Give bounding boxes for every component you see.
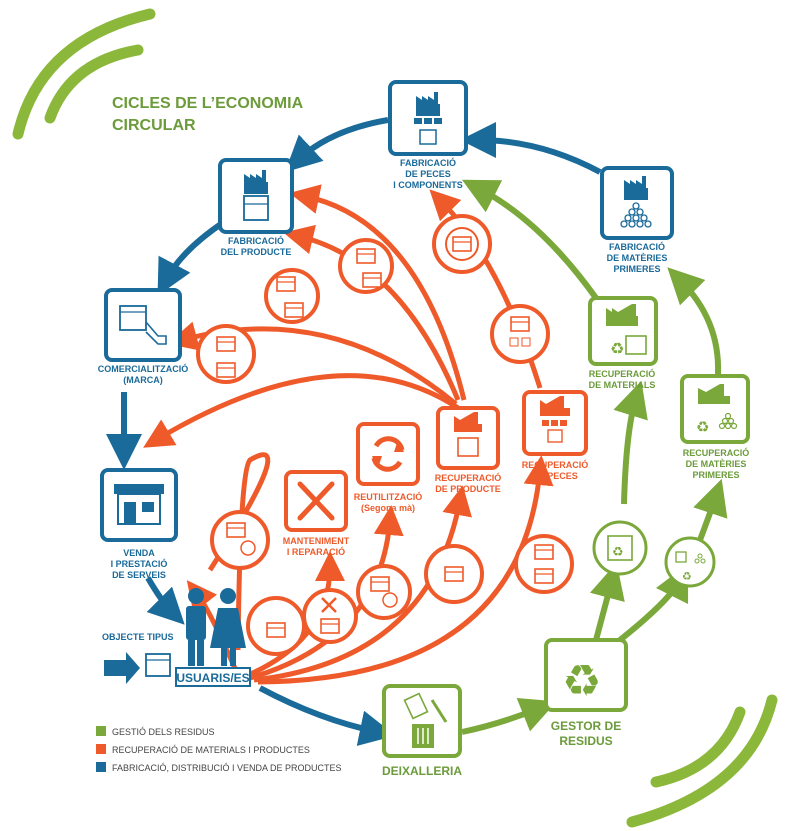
label-fab-peces-1: FABRICACIÓ bbox=[400, 157, 456, 168]
box-icon bbox=[145, 653, 171, 677]
svg-text:♻: ♻ bbox=[612, 545, 624, 560]
factory-product-recovery-icon bbox=[454, 412, 482, 457]
legend-swatch-orange bbox=[96, 744, 106, 754]
mini-parts bbox=[490, 304, 550, 364]
label-rec-peces-2: DE PECES bbox=[532, 471, 578, 481]
label-fab-peces-3: I COMPONENTS bbox=[393, 180, 463, 190]
label-gestor-2: RESIDUS bbox=[559, 734, 612, 748]
label-manteniment-1: MANTENIMENT bbox=[283, 536, 350, 546]
decorative-arc-top-left bbox=[12, 8, 156, 140]
recycle-icon: ♻ bbox=[562, 656, 601, 707]
tools-icon bbox=[297, 481, 335, 521]
label-rec-materials-1: RECUPERACIÓ bbox=[589, 368, 656, 379]
label-rec-materies-3: PRIMERES bbox=[692, 470, 739, 480]
label-rec-materies-1: RECUPERACIÓ bbox=[683, 447, 750, 458]
node-recuperacio-materials: ♻ RECUPERACIÓ DE MATERIALS bbox=[588, 296, 658, 390]
legend-label-green: GESTIÓ DELS RESIDUS bbox=[112, 727, 215, 737]
users-icon bbox=[186, 588, 246, 666]
legend: GESTIÓ DELS RESIDUS RECUPERACIÓ DE MATER… bbox=[96, 726, 342, 773]
label-fab-producte-2: DEL PRODUCTE bbox=[221, 247, 292, 257]
waste-bin-icon bbox=[403, 692, 448, 748]
legend-label-orange: RECUPERACIÓ DE MATERIALS I PRODUCTES bbox=[112, 745, 310, 755]
label-deixalleria: DEIXALLERIA bbox=[382, 764, 462, 778]
label-comercial-1: COMERCIALITZACIÓ bbox=[98, 363, 189, 374]
label-venda-3: DE SERVEIS bbox=[112, 570, 166, 580]
green-flow-arrows bbox=[461, 179, 728, 735]
green-mini-node-sort: ♻ bbox=[664, 536, 716, 588]
label-fab-producte-1: FABRICACIÓ bbox=[228, 235, 284, 246]
node-comercialitzacio: COMERCIALITZACIÓ (MARCA) bbox=[98, 288, 189, 385]
label-objecte: OBJECTE TIPUS bbox=[102, 632, 174, 642]
node-venda: VENDA I PRESTACIÓ DE SERVEIS bbox=[100, 468, 178, 580]
label-rec-materies-2: DE MATÈRIES bbox=[686, 459, 747, 469]
node-fabricacio-producte: FABRICACIÓ DEL PRODUCTE bbox=[218, 158, 294, 257]
mini-box-stack bbox=[338, 238, 394, 294]
label-manteniment-2: I REPARACIÓ bbox=[287, 546, 345, 557]
node-deixalleria: DEIXALLERIA bbox=[382, 684, 462, 778]
label-venda-2: I PRESTACIÓ bbox=[111, 558, 168, 569]
arrow-right-icon bbox=[104, 652, 140, 684]
mini-reuse-box bbox=[356, 564, 412, 620]
label-rec-materials-2: DE MATERIALS bbox=[589, 380, 656, 390]
label-comercial-2: (MARCA) bbox=[123, 375, 163, 385]
label-gestor-1: GESTOR DE bbox=[551, 719, 621, 733]
recycle-raw-icon: ♻ bbox=[696, 384, 738, 436]
decorative-arc-bottom-right bbox=[626, 694, 778, 828]
label-reutilitzacio-1: REUTILITZACIÓ bbox=[354, 491, 423, 502]
title-line-1: CICLES DE L’ECONOMIA bbox=[112, 95, 304, 112]
mini-parts-box bbox=[514, 534, 574, 594]
svg-text:♻: ♻ bbox=[610, 339, 624, 358]
node-reutilitzacio: REUTILITZACIÓ (Segona mà) bbox=[354, 422, 423, 513]
label-fab-materies-1: FABRICACIÓ bbox=[609, 241, 665, 252]
legend-swatch-green bbox=[96, 726, 106, 736]
orange-mini-nodes bbox=[196, 214, 574, 656]
label-rec-producte-1: RECUPERACIÓ bbox=[435, 472, 502, 483]
legend-swatch-blue bbox=[96, 762, 106, 772]
node-recuperacio-producte: RECUPERACIÓ DE PRODUCTE bbox=[435, 406, 502, 494]
mini-clock-box bbox=[210, 510, 270, 570]
node-usuaris: USUARIS/ES bbox=[175, 588, 251, 687]
mini-product-box bbox=[424, 544, 484, 604]
mini-box-shine bbox=[246, 596, 306, 656]
node-manteniment: MANTENIMENT I REPARACIÓ bbox=[283, 470, 350, 557]
node-recuperacio-peces: RECUPERACIÓ DE PECES bbox=[522, 390, 589, 481]
node-objecte-tipus: OBJECTE TIPUS bbox=[102, 632, 174, 684]
recycle-factory-icon: ♻ bbox=[606, 304, 647, 358]
label-fab-materies-2: DE MATÈRIES bbox=[607, 253, 668, 263]
mini-box-light bbox=[196, 324, 256, 384]
label-fab-peces-2: DE PECES bbox=[405, 169, 451, 179]
green-mini-node-bin: ♻ bbox=[592, 520, 648, 576]
label-usuaris: USUARIS/ES bbox=[176, 671, 249, 685]
node-fabricacio-peces: FABRICACIÓ DE PECES I COMPONENTS bbox=[388, 80, 468, 190]
svg-text:♻: ♻ bbox=[682, 570, 692, 583]
label-fab-materies-3: PRIMERES bbox=[613, 264, 660, 274]
svg-text:♻: ♻ bbox=[696, 418, 709, 436]
legend-label-blue: FABRICACIÓ, DISTRIBUCIÓ I VENDA DE PRODU… bbox=[112, 763, 342, 773]
shop-icon bbox=[114, 484, 164, 525]
reuse-arrows-icon bbox=[371, 436, 405, 472]
mini-checklist bbox=[264, 268, 320, 324]
factory-parts-recovery-icon bbox=[540, 396, 570, 443]
node-recuperacio-materies: ♻ RECUPERACIÓ DE MATÈRIES PRIMERES bbox=[680, 374, 750, 480]
label-rec-peces-1: RECUPERACIÓ bbox=[522, 459, 589, 470]
label-rec-producte-2: DE PRODUCTE bbox=[435, 484, 501, 494]
label-reutilitzacio-2: (Segona mà) bbox=[361, 503, 415, 513]
box-tag-icon bbox=[119, 305, 167, 345]
mini-tools-box bbox=[302, 588, 358, 644]
mini-recycle-loop bbox=[432, 214, 492, 274]
label-venda-1: VENDA bbox=[123, 548, 155, 558]
node-fabricacio-materies: FABRICACIÓ DE MATÈRIES PRIMERES bbox=[600, 166, 674, 274]
node-gestor-residus: ♻ GESTOR DE RESIDUS bbox=[544, 638, 628, 748]
blue-flow-arrows bbox=[106, 117, 602, 746]
title-line-2: CIRCULAR bbox=[112, 117, 196, 134]
